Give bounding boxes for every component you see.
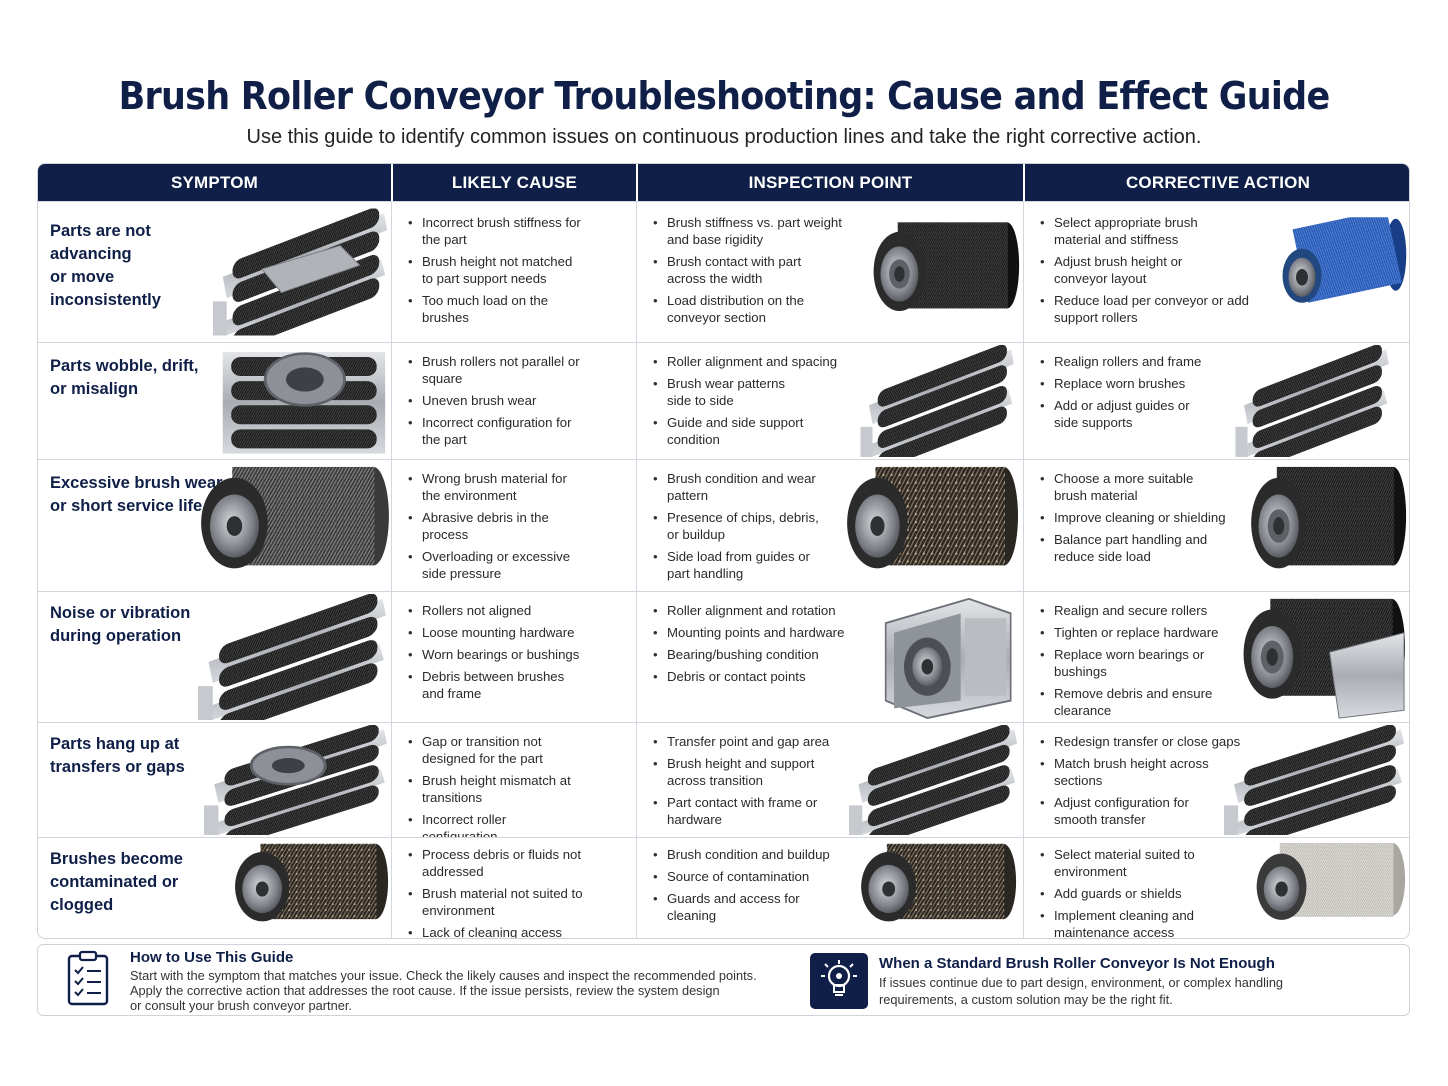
vibrating-conveyor-image — [198, 594, 388, 720]
action-cell: Select appropriate brush material and st… — [1023, 202, 1410, 342]
symptom-label: Parts are not advancing or move inconsis… — [50, 222, 161, 309]
table-row: Parts wobble, drift, or misalign Brush r… — [38, 342, 1409, 459]
header-inspection-point: INSPECTION POINT — [636, 164, 1023, 201]
cause-cell: Incorrect brush stiffness for the part B… — [391, 202, 636, 342]
table-row: Parts hang up at transfers or gaps Gap o… — [38, 722, 1409, 837]
lightbulb-gear-icon — [810, 953, 868, 1009]
aligned-rollers-image — [857, 345, 1019, 457]
conveyor-frame-with-guides-image — [1220, 345, 1406, 457]
blue-brush-roller-image — [1272, 206, 1407, 326]
symptom-label: Brushes become contaminated or clogged — [50, 850, 183, 914]
conveyor-with-flange-image — [222, 351, 386, 454]
action-cell: Choose a more suitable brush material Im… — [1023, 460, 1410, 591]
action-cell: Realign rollers and frame Replace worn b… — [1023, 343, 1410, 459]
cause-cell: Wrong brush material for the environment… — [391, 460, 636, 591]
inspection-cell: Roller alignment and spacing Brush wear … — [636, 343, 1023, 459]
table-row: Parts are not advancing or move inconsis… — [38, 201, 1409, 342]
cause-cell: Rollers not aligned Loose mounting hardw… — [391, 592, 636, 722]
symptom-label: Parts hang up at transfers or gaps — [50, 735, 185, 776]
inspection-cell: Brush condition and buildup Source of co… — [636, 838, 1023, 938]
page-title: Brush Roller Conveyor Troubleshooting: C… — [118, 74, 1331, 118]
action-cell: Redesign transfer or close gaps Match br… — [1023, 723, 1410, 837]
smooth-transfer-conveyor-image — [1224, 725, 1406, 835]
table-row: Noise or vibration during operation Roll… — [38, 591, 1409, 722]
symptom-cell: Parts hang up at transfers or gaps — [38, 723, 391, 837]
symptom-cell: Brushes become contaminated or clogged — [38, 838, 391, 939]
black-brush-roller-image — [865, 208, 1020, 340]
contaminated-brush-image — [226, 840, 389, 938]
action-cell: Select material suited to environment Ad… — [1023, 838, 1410, 938]
table-header: SYMPTOM LIKELY CAUSE INSPECTION POINT CO… — [38, 164, 1409, 201]
secured-roller-mount-image — [1234, 594, 1406, 719]
footer-right-text: If issues continue due to part design, e… — [879, 975, 1284, 1007]
header-corrective-action: CORRECTIVE ACTION — [1023, 164, 1409, 201]
cause-cell: Brush rollers not parallel or square Une… — [391, 343, 636, 459]
transfer-gap-with-part-image — [204, 725, 389, 835]
symptom-cell: Noise or vibration during operation — [38, 592, 391, 722]
footer-left-text: Start with the symptom that matches your… — [130, 968, 757, 1013]
symptom-label: Parts wobble, drift, or misalign — [50, 357, 199, 398]
table-row: Brushes become contaminated or clogged P… — [38, 837, 1410, 939]
inspection-cell: Brush condition and wear pattern Presenc… — [636, 460, 1023, 591]
transition-area-image — [849, 725, 1019, 835]
inspection-cell: Transfer point and gap area Brush height… — [636, 723, 1023, 837]
conveyor-with-plate-image — [213, 206, 389, 338]
footer-right-title: When a Standard Brush Roller Conveyor Is… — [879, 955, 1275, 972]
inspection-cell: Roller alignment and rotation Mounting p… — [636, 592, 1023, 722]
header-symptom: SYMPTOM — [170, 173, 259, 192]
symptom-cell: Parts wobble, drift, or misalign — [38, 343, 391, 459]
table-row: Excessive brush wear or short service li… — [38, 459, 1409, 591]
action-cell: Realign and secure rollers Tighten or re… — [1023, 592, 1410, 722]
new-black-brush-roller-image — [1242, 462, 1407, 590]
debris-filled-brush-image — [837, 462, 1019, 590]
worn-brush-roller-image — [190, 462, 390, 590]
symptom-cell: Excessive brush wear or short service li… — [38, 460, 391, 591]
symptom-label: Noise or vibration during operation — [50, 604, 191, 645]
cause-cell: Gap or transition not designed for the p… — [391, 723, 636, 837]
bearing-housing-image — [869, 594, 1019, 720]
footer-left-title: How to Use This Guide — [130, 949, 294, 966]
footer-panel: How to Use This Guide Start with the sym… — [37, 944, 1410, 1016]
page-subtitle: Use this guide to identify common issues… — [246, 126, 1202, 148]
buildup-brush-image — [852, 840, 1017, 938]
clean-white-brush-image — [1246, 840, 1406, 938]
troubleshooting-table: SYMPTOM LIKELY CAUSE INSPECTION POINT CO… — [37, 163, 1410, 939]
cause-cell: Process debris or fluids not addressed B… — [391, 838, 636, 938]
inspection-cell: Brush stiffness vs. part weight and base… — [636, 202, 1023, 342]
clipboard-checklist-icon — [67, 950, 109, 1006]
symptom-cell: Parts are not advancing or move inconsis… — [38, 202, 391, 342]
symptom-label: Excessive brush wear or short service li… — [50, 474, 223, 515]
header-likely-cause: LIKELY CAUSE — [391, 164, 636, 201]
